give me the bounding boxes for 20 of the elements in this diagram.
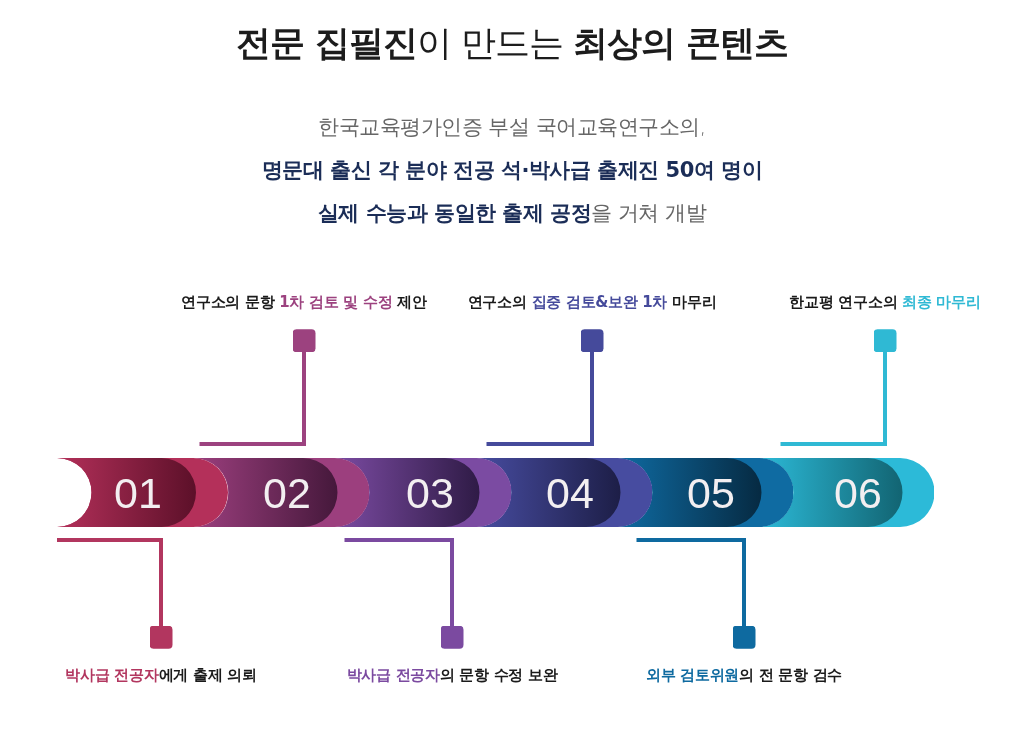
step-number: 03 [406, 471, 454, 514]
step-description: 한교평 연구소의 최종 마무리 [789, 293, 981, 313]
step-number: 06 [834, 471, 882, 514]
step-number: 04 [546, 471, 594, 514]
step-description: 박사급 전공자에게 출제 의뢰 [65, 666, 257, 686]
step-description: 박사급 전공자의 문항 수정 보완 [346, 666, 558, 686]
leader-line [636, 538, 756, 649]
step-number: 02 [263, 471, 311, 514]
subtitle: 한국교육평가인증 부설 국어교육연구소의, 명문대 출신 각 분야 전공 석·박사급 출제진 50여 명이 실제 수능과 동일한 출제 공정을 거쳐 개발 [260, 114, 764, 227]
leader-line [57, 538, 173, 649]
step-number: 01 [114, 471, 162, 514]
step-description: 연구소의 집중 검토&보완 1차 마무리 [467, 293, 717, 313]
leader-line [486, 329, 604, 446]
step-description: 외부 검토위원의 전 문항 검수 [645, 666, 843, 686]
leader-line [199, 329, 316, 446]
title: 전문 집필진이 만드는 최상의 콘텐츠 [235, 22, 789, 64]
step-number: 05 [687, 471, 735, 514]
step-description: 연구소의 문항 1차 검토 및 수정 제안 [181, 293, 427, 313]
leader-line [780, 329, 897, 446]
leader-line [344, 538, 464, 649]
